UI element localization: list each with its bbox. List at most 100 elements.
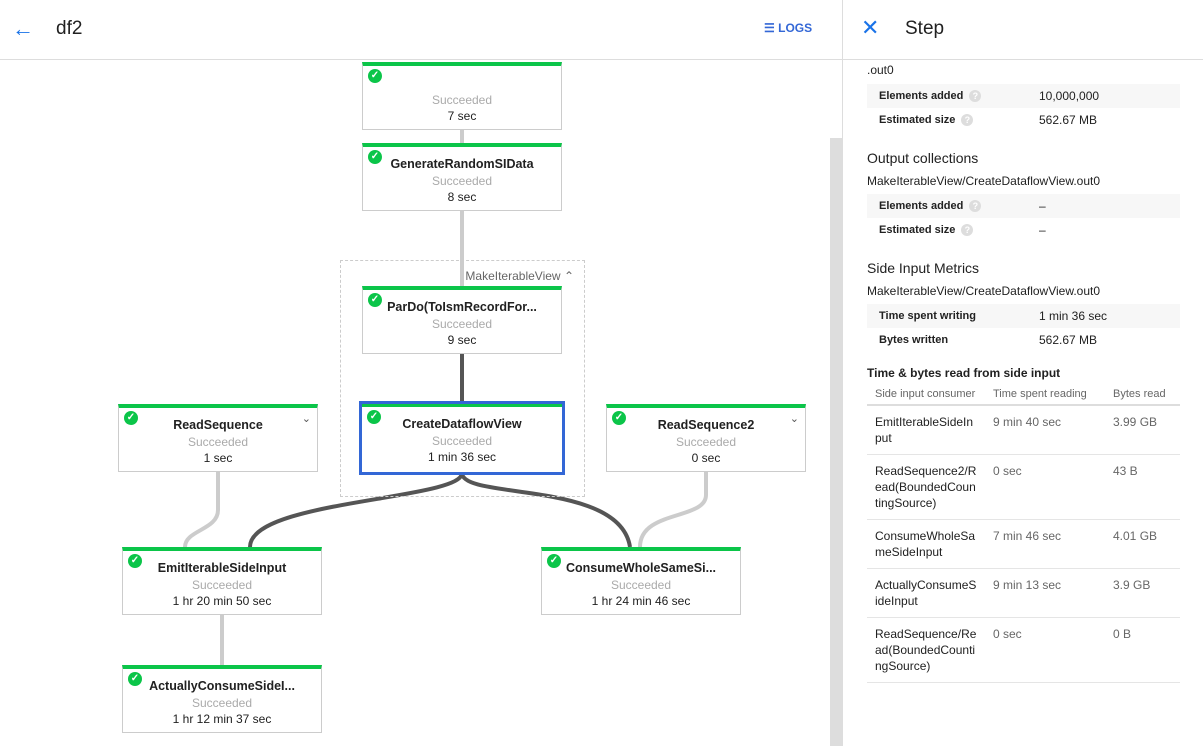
col-header: Bytes read	[1105, 384, 1180, 406]
metric-label: Estimated size?	[879, 114, 1039, 126]
group-label: MakeIterableView	[465, 269, 561, 283]
table-cell: 9 min 40 sec	[985, 405, 1105, 455]
node-duration: 8 sec	[447, 190, 477, 204]
help-icon[interactable]: ?	[969, 90, 982, 102]
edge	[183, 472, 220, 548]
metric-label: Bytes written	[879, 334, 1039, 346]
table-cell: ActuallyConsumeSideInput	[867, 568, 985, 618]
list-icon: ☰	[764, 21, 775, 35]
node-name: ParDo(ToIsmRecordFor...	[387, 300, 537, 314]
chevron-down-icon[interactable]: ⌄	[301, 413, 311, 425]
logs-button[interactable]: ☰ LOGS	[764, 21, 812, 35]
graph-pane: MakeIterableView ⌃ ✓ Succeeded 7 sec ✓Gen…	[0, 0, 843, 746]
chevron-down-icon[interactable]: ⌄	[789, 413, 799, 425]
metric-row: Elements added?–	[867, 194, 1180, 218]
side-title: Side Input Metrics	[867, 260, 980, 276]
graph-edges	[183, 130, 708, 665]
metric-label: Elements added?	[879, 200, 1039, 212]
metric-name: Bytes written	[879, 334, 949, 346]
chevron-up-icon: ⌃	[563, 269, 574, 283]
graph-node[interactable]: ✓ActuallyConsumeSideI... Succeeded 1 hr …	[122, 665, 322, 733]
node-name: ReadSequence2	[657, 418, 755, 432]
metric-name: Time spent writing	[879, 310, 976, 322]
node-status: Succeeded	[191, 578, 253, 592]
check-circle-icon: ✓	[128, 554, 142, 568]
graph-node[interactable]: ✓GenerateRandomSIData Succeeded 8 sec	[362, 143, 562, 211]
close-icon[interactable]: ✕	[861, 15, 880, 40]
graph-node[interactable]: ✓⌄ReadSequence Succeeded 1 sec	[118, 404, 318, 472]
metric-label: Elements added?	[879, 90, 1039, 102]
panel-title: Step	[905, 18, 945, 39]
metric-name: Estimated size	[879, 114, 956, 126]
metric-value: –	[1039, 223, 1046, 237]
node-duration: 9 sec	[447, 333, 477, 347]
node-name: ActuallyConsumeSideI...	[149, 679, 295, 693]
table-row: ReadSequence2/Read(BoundedCountingSource…	[867, 454, 1180, 520]
node-status: Succeeded	[431, 317, 493, 331]
node-status: Succeeded	[675, 435, 737, 449]
node-duration: 1 hr 20 min 50 sec	[172, 594, 272, 608]
read-title: Time & bytes read from side input	[867, 366, 1061, 380]
node-duration: 1 hr 24 min 46 sec	[591, 594, 691, 608]
table-cell: ReadSequence/Read(BoundedCountingSource)	[867, 617, 985, 683]
check-circle-icon: ✓	[368, 293, 382, 307]
metric-value: 1 min 36 sec	[1039, 309, 1108, 323]
check-circle-icon: ✓	[368, 150, 382, 164]
output-collection: MakeIterableView/CreateDataflowView.out0	[867, 174, 1101, 188]
graph-node[interactable]: ✓ ParDo(ToIsmRecordFor... Succeeded 9 sec	[362, 286, 562, 354]
table-cell: 0 sec	[985, 454, 1105, 520]
table-cell: 4.01 GB	[1105, 519, 1180, 569]
graph-node[interactable]: ✓CreateDataflowView Succeeded 1 min 36 s…	[359, 401, 565, 475]
node-status: Succeeded	[191, 696, 253, 710]
node-duration: 1 hr 12 min 37 sec	[172, 712, 272, 726]
table-cell: EmitIterableSideInput	[867, 405, 985, 455]
metric-label: Estimated size?	[879, 224, 1039, 236]
check-circle-icon: ✓	[612, 411, 626, 425]
table-cell: 3.99 GB	[1105, 405, 1180, 455]
node-duration: 0 sec	[691, 451, 721, 465]
table-cell: ReadSequence2/Read(BoundedCountingSource…	[867, 454, 985, 520]
help-icon[interactable]: ?	[961, 114, 974, 126]
node-status: Succeeded	[610, 578, 672, 592]
header: ← df2 ☰ LOGS	[0, 0, 842, 60]
graph-node[interactable]: ✓ ⌄ ReadSequence2 Succeeded 0 sec	[606, 404, 806, 472]
metric-name: Elements added	[879, 200, 964, 212]
node-duration: 7 sec	[447, 109, 477, 123]
table-cell: 9 min 13 sec	[985, 568, 1105, 618]
metric-name: Estimated size	[879, 224, 956, 236]
metric-value: –	[1039, 199, 1046, 213]
node-duration: 1 min 36 sec	[427, 450, 497, 464]
col-header: Side input consumer	[867, 384, 985, 406]
graph-node[interactable]: ✓ EmitIterableSideInput Succeeded 1 hr 20…	[122, 547, 322, 615]
node-duration: 1 sec	[203, 451, 233, 465]
output-title: Output collections	[867, 150, 979, 166]
arrow-left-icon[interactable]: ←	[12, 16, 34, 41]
check-circle-icon: ✓	[367, 410, 381, 424]
metric-value: 562.67 MB	[1039, 113, 1098, 127]
table-row: ReadSequence/Read(BoundedCountingSource)…	[867, 617, 1180, 683]
edge	[460, 472, 632, 548]
help-icon[interactable]: ?	[969, 200, 982, 212]
job-title: df2	[56, 18, 83, 39]
metric-row: Time spent writing 1 min 36 sec	[867, 304, 1180, 328]
node-status: Succeeded	[431, 93, 493, 107]
group-make-iterable-view[interactable]: MakeIterableView ⌃	[340, 260, 585, 497]
graph-node[interactable]: ✓ConsumeWholeSameSi... Succeeded 1 hr 24…	[541, 547, 741, 615]
metric-row: Estimated size?–	[867, 218, 1180, 242]
scrollbar[interactable]	[830, 138, 842, 746]
help-icon[interactable]: ?	[961, 224, 974, 236]
node-name: CreateDataflowView	[402, 417, 522, 431]
table-cell: 7 min 46 sec	[985, 519, 1105, 569]
graph-node[interactable]: ✓ Succeeded 7 sec	[362, 62, 562, 130]
panel-header: ✕ Step	[843, 0, 1203, 60]
node-status: Succeeded	[431, 174, 493, 188]
metric-name: Elements added	[879, 90, 964, 102]
job-graph: MakeIterableView ⌃ ✓ Succeeded 7 sec ✓Gen…	[118, 62, 806, 733]
node-name: EmitIterableSideInput	[157, 561, 287, 575]
group-collapse-toggle[interactable]: MakeIterableView ⌃	[465, 269, 574, 283]
input-collection: .out0	[867, 63, 894, 77]
